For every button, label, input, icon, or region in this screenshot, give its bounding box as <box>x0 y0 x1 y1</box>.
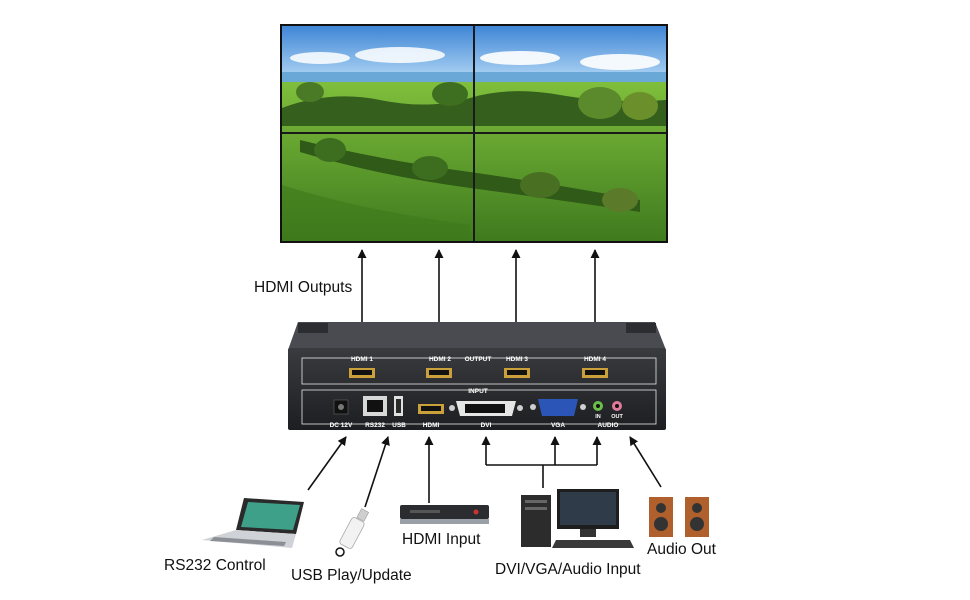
port-label-audio-in: IN <box>595 414 601 420</box>
desktop-pc-icon <box>521 489 634 548</box>
laptop-icon <box>202 498 304 548</box>
port-label-hdmi4: HDMI 4 <box>584 356 606 363</box>
port-label-hdmi3: HDMI 3 <box>506 356 528 363</box>
label-audio-out: Audio Out <box>647 541 716 558</box>
port-label-hdmi2: HDMI 2 <box>429 356 451 363</box>
hdmi-player-icon <box>400 505 489 524</box>
input-ports <box>333 396 622 416</box>
port-label-hdmi: HDMI <box>423 422 440 429</box>
video-wall <box>280 24 668 243</box>
arrow-rs232 <box>307 436 347 491</box>
label-hdmi-outputs: HDMI Outputs <box>254 279 353 296</box>
speakers-icon <box>649 497 709 537</box>
port-label-vga: VGA <box>551 422 565 429</box>
controller-device: HDMI 1 HDMI 2 OUTPUT HDMI 3 HDMI 4 INPUT <box>288 322 666 430</box>
port-label-usb: USB <box>392 422 406 429</box>
label-hdmi-input: HDMI Input <box>402 531 481 548</box>
input-title: INPUT <box>468 388 488 395</box>
output-arrows <box>357 249 600 333</box>
port-label-rs232: RS232 <box>365 422 385 429</box>
label-rs232-control: RS232 Control <box>164 557 266 574</box>
output-title: OUTPUT <box>465 356 492 363</box>
port-label-hdmi1: HDMI 1 <box>351 356 373 363</box>
arrow-usb <box>364 436 390 508</box>
port-label-audio-out: OUT <box>611 414 623 420</box>
port-label-dvi: DVI <box>481 422 492 429</box>
label-usb-play-update: USB Play/Update <box>291 567 412 584</box>
label-dvi-vga-audio-input: DVI/VGA/Audio Input <box>495 561 641 578</box>
hdmi-output-ports <box>349 368 608 378</box>
vga-port-icon <box>538 399 578 416</box>
port-label-dc: DC 12V <box>330 422 353 429</box>
usb-stick-icon <box>335 508 370 557</box>
input-arrows <box>307 436 662 508</box>
arrow-audio-out <box>629 436 662 488</box>
port-label-audio: AUDIO <box>598 422 619 429</box>
